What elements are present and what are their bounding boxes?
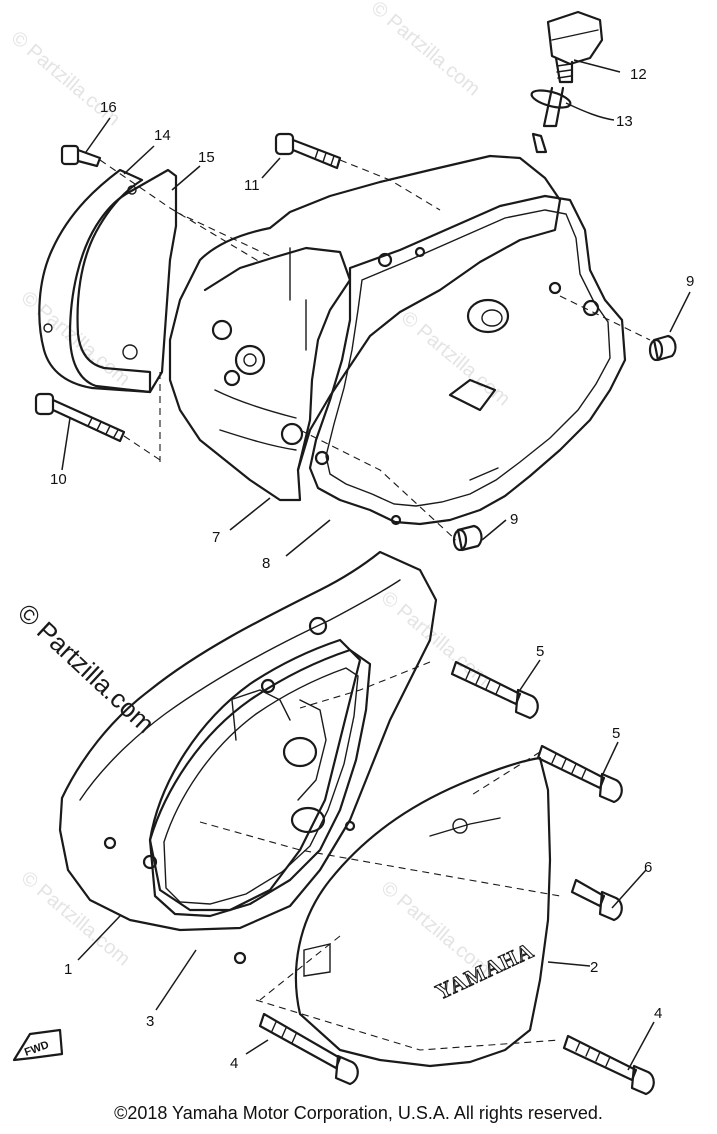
callout-12: 14 bbox=[154, 127, 171, 144]
callout-16: 10 bbox=[50, 471, 67, 488]
dowel-pin-9-lower bbox=[452, 524, 483, 552]
callout-6: 6 bbox=[644, 859, 652, 876]
callout-10: 12 bbox=[630, 66, 647, 83]
callout-4-left: 4 bbox=[230, 1055, 238, 1072]
leader-lines bbox=[61, 59, 691, 1071]
callout-13: 15 bbox=[198, 149, 215, 166]
main-crankcase-cover bbox=[58, 550, 438, 965]
callout-2: 2 bbox=[590, 959, 598, 976]
watermark-text: © Partzilla.com bbox=[397, 307, 514, 410]
callout-4-right: 4 bbox=[654, 1005, 662, 1022]
screw-15 bbox=[274, 132, 342, 170]
fwd-arrow-icon: FWD bbox=[12, 1028, 64, 1062]
callout-9-upper: 9 bbox=[686, 273, 694, 290]
o-ring bbox=[530, 89, 572, 109]
screw-4-right bbox=[562, 1034, 655, 1096]
copyright-notice: ©2018 Yamaha Motor Corporation, U.S.A. A… bbox=[114, 1103, 603, 1123]
oil-filler-cap bbox=[531, 10, 604, 154]
screw-5-lower bbox=[536, 744, 623, 804]
callout-5-upper: 5 bbox=[536, 643, 544, 660]
callout-11: 13 bbox=[616, 113, 633, 130]
dowel-pin-9-upper bbox=[648, 334, 677, 362]
screw-16 bbox=[34, 392, 126, 443]
callout-1: 1 bbox=[64, 961, 72, 978]
callout-15: 11 bbox=[244, 177, 260, 194]
small-gasket bbox=[68, 168, 178, 394]
callout-5-lower: 5 bbox=[612, 725, 620, 742]
callout-7: 7 bbox=[212, 529, 220, 546]
screw-4-left bbox=[258, 1012, 359, 1086]
callout-14: 16 bbox=[100, 99, 117, 116]
callout-labels: 12 13 16 14 15 11 9 10 9 7 8 5 5 6 2 1 3… bbox=[50, 66, 694, 1072]
small-cover bbox=[38, 168, 152, 394]
watermark-text: © Partzilla.com bbox=[367, 0, 484, 100]
screw-6 bbox=[570, 878, 623, 922]
screw-14 bbox=[60, 144, 102, 168]
callout-3: 3 bbox=[146, 1013, 154, 1030]
watermark-text: © Partzilla.com bbox=[17, 287, 134, 390]
screw-5-upper bbox=[450, 660, 539, 720]
main-cover-gasket bbox=[142, 648, 372, 918]
watermark-main: © Partzilla.com bbox=[12, 597, 161, 738]
callout-8: 8 bbox=[262, 555, 270, 572]
callout-9-lower: 9 bbox=[510, 511, 518, 528]
alignment-lines bbox=[99, 159, 651, 1051]
